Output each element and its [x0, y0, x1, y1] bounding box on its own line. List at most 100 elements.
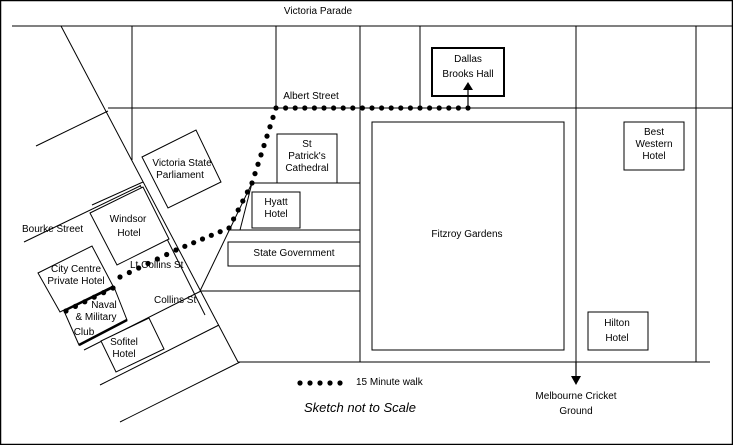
route-dot — [417, 105, 423, 111]
route-dot — [283, 105, 289, 111]
arrow-up-icon — [463, 82, 473, 108]
route-dot — [359, 105, 365, 111]
route-dot — [249, 180, 255, 186]
best-western-hotel: Best Western Hotel — [623, 121, 685, 171]
naval-label-3: Club — [74, 327, 95, 338]
dallas-label-1: Dallas — [454, 54, 482, 65]
hyatt-label-1: Hyatt — [264, 197, 288, 208]
route-dot — [240, 198, 246, 204]
windsor-label-2: Hotel — [117, 228, 140, 239]
lt-collins-st-label: Lt Collins St — [130, 260, 184, 271]
legend-dot — [327, 380, 333, 386]
city-centre-label-2: Private Hotel — [47, 276, 104, 287]
route-dot — [261, 142, 267, 149]
sofitel-label-1: Sofitel — [110, 337, 138, 348]
collins-st-label: Collins St — [154, 295, 196, 306]
route-dot — [126, 269, 132, 276]
route-dot — [407, 105, 413, 111]
route-dot — [264, 133, 270, 139]
route-dot — [311, 105, 317, 111]
fitzroy-gardens: Fitzroy Gardens — [371, 121, 565, 351]
route-dot — [258, 152, 264, 158]
route-dot — [117, 274, 123, 280]
fitzroy-label: Fitzroy Gardens — [431, 229, 502, 240]
route-dot — [255, 161, 261, 167]
hyatt-label-2: Hotel — [264, 209, 287, 220]
naval-label-2: & Military — [75, 312, 116, 323]
state-government: State Government — [227, 241, 361, 267]
route-dot — [217, 229, 223, 235]
victoria-state-parliament: Victoria State Parliament — [141, 129, 222, 209]
st-patricks-cathedral: St Patrick's Cathedral — [276, 133, 338, 184]
dallas-label-2: Brooks Hall — [442, 69, 493, 80]
hilton-label-2: Hotel — [605, 333, 628, 344]
route-dot — [436, 105, 442, 111]
bourke-street-label: Bourke Street — [22, 224, 83, 235]
route-dot — [110, 285, 116, 291]
route-dot — [208, 232, 214, 238]
mcg-label-1: Melbourne Cricket — [535, 391, 616, 402]
st-patricks-label-3: Cathedral — [285, 163, 328, 174]
hyatt-hotel: Hyatt Hotel — [251, 191, 301, 229]
parliament-label-2: Parliament — [156, 170, 204, 181]
legend-dot — [337, 380, 343, 386]
route-dot — [465, 105, 471, 111]
legend-walk-dots — [297, 380, 343, 386]
city-centre-label-1: City Centre — [51, 264, 101, 275]
route-dot — [145, 260, 151, 267]
naval-label-1: Naval — [91, 300, 117, 311]
route-dot — [252, 171, 258, 177]
parliament-label-1: Victoria State — [152, 158, 212, 169]
albert-street-label: Albert Street — [283, 91, 339, 102]
route-dot — [270, 114, 276, 120]
route-dot — [101, 290, 107, 296]
route-dot — [350, 105, 356, 111]
st-patricks-label-1: St — [302, 139, 312, 150]
legend-dot — [317, 380, 323, 386]
route-dot — [226, 225, 232, 231]
route-dot — [63, 308, 69, 314]
route-dot — [154, 256, 160, 262]
sofitel-label-2: Hotel — [112, 349, 135, 360]
arrow-down-icon — [571, 362, 581, 385]
route-dot — [340, 105, 346, 111]
best-western-label-3: Hotel — [642, 151, 665, 162]
route-dot — [91, 294, 97, 300]
legend-walk-label: 15 Minute walk — [356, 377, 424, 388]
route-dot — [199, 236, 206, 242]
route-dot — [398, 105, 404, 111]
scale-note: Sketch not to Scale — [304, 400, 416, 415]
route-dot — [182, 243, 188, 249]
route-dot — [173, 247, 179, 253]
route-dot — [455, 105, 461, 111]
route-dot — [388, 105, 394, 111]
route-dot — [164, 251, 170, 258]
route-dot — [267, 124, 273, 130]
route-dot — [379, 105, 385, 111]
hilton-hotel: Hilton Hotel — [587, 311, 649, 351]
walking-route — [63, 105, 471, 314]
route-dot — [369, 105, 375, 111]
victoria-parade-label: Victoria Parade — [284, 6, 353, 17]
route-dot — [292, 105, 298, 111]
route-dot — [136, 265, 142, 271]
route-dot — [273, 105, 279, 111]
route-dot — [321, 105, 327, 111]
legend-dot — [297, 380, 303, 386]
route-dot — [427, 105, 433, 111]
route-dot — [302, 105, 308, 111]
sofitel-hotel: Sofitel Hotel — [100, 317, 165, 373]
route-dot — [446, 105, 452, 111]
naval-military-club: Naval & Military Club — [63, 286, 128, 347]
state-government-label: State Government — [253, 248, 334, 259]
legend-dot — [307, 380, 313, 386]
route-dot — [231, 216, 237, 222]
route-dot — [191, 240, 197, 246]
best-western-label-1: Best — [644, 127, 664, 138]
route-dot — [244, 189, 250, 195]
route-dot — [235, 207, 241, 213]
hilton-label-1: Hilton — [604, 318, 630, 329]
windsor-label-1: Windsor — [110, 214, 147, 225]
route-dot — [82, 299, 88, 305]
